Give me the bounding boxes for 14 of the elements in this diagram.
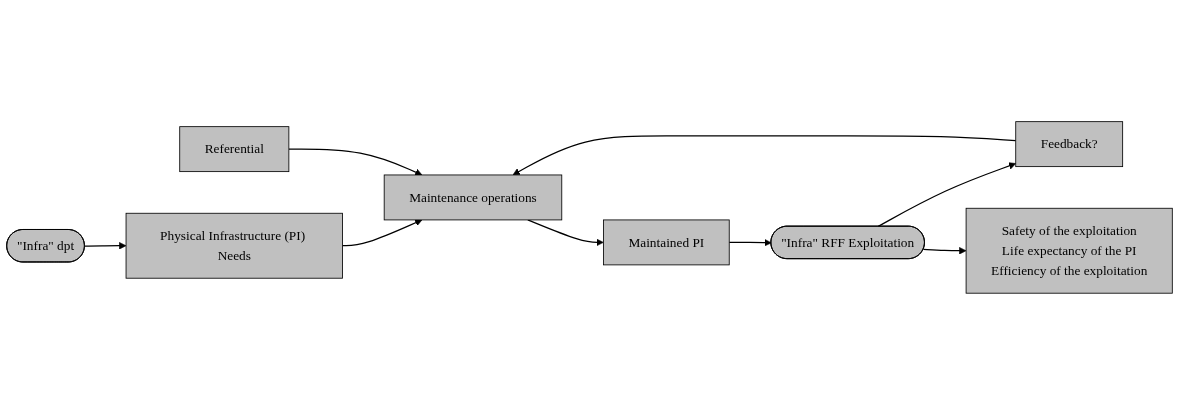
node-box: Referential xyxy=(179,126,290,173)
node-box: Maintenance operations xyxy=(383,174,563,221)
arrow xyxy=(341,219,423,247)
node-box: Maintained PI xyxy=(603,219,730,266)
arrow xyxy=(877,162,1017,228)
node-box: Feedback? xyxy=(1015,121,1124,168)
arrow xyxy=(84,242,127,250)
arrow xyxy=(288,148,423,176)
arrow xyxy=(527,219,604,247)
node-box: Safety of the exploitation Life expectancy of the PI Efficiency of the exploitation xyxy=(965,207,1173,294)
arrow xyxy=(512,135,1017,176)
arrow xyxy=(728,239,772,247)
arrow xyxy=(922,247,967,255)
node-box: Physical Infrastructure (PI) Needs xyxy=(125,212,343,279)
